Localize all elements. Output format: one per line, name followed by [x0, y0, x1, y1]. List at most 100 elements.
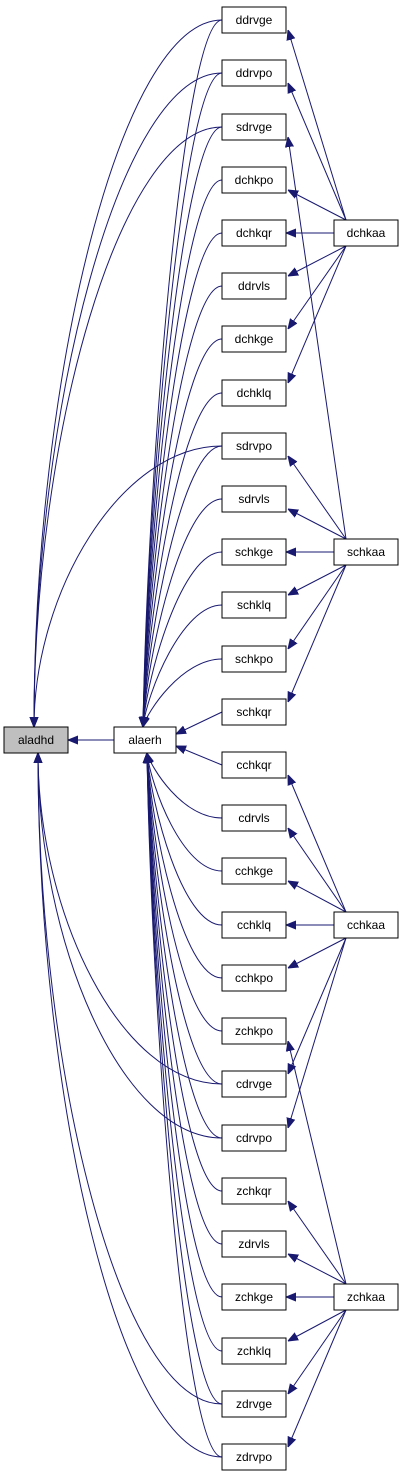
node-box-alaerh[interactable] [113, 726, 177, 754]
node-box-cdrvge[interactable] [221, 1070, 287, 1098]
node-box-dchkpo[interactable] [221, 166, 287, 194]
node-ddrvge[interactable]: ddrvge [221, 6, 287, 34]
node-cchkaa[interactable]: cchkaa [333, 911, 399, 939]
node-box-zdrvge[interactable] [221, 1390, 287, 1418]
node-box-zchklq[interactable] [221, 1337, 287, 1365]
node-box-aladhd[interactable] [3, 726, 69, 754]
node-box-schkge[interactable] [221, 538, 287, 566]
node-schklq[interactable]: schklq [221, 591, 287, 619]
node-box-zdrvpo[interactable] [221, 1443, 287, 1471]
edge-dchkge-to-alaerh [143, 338, 223, 727]
node-schkaa[interactable]: schkaa [333, 538, 399, 566]
edge-zchkaa-to-zdrvpo [288, 1309, 347, 1447]
node-label-zchkpo: zchkpo [235, 1024, 273, 1038]
node-cchkpo[interactable]: cchkpo [221, 964, 287, 992]
edge-ddrvpo-to-aladhd [34, 72, 223, 727]
node-label-cchkpo: cchkpo [235, 971, 273, 985]
edge-zchkaa-to-zchklq [288, 1309, 347, 1341]
node-dchkaa[interactable]: dchkaa [333, 219, 399, 247]
edge-zdrvpo-to-aladhd [38, 753, 223, 1458]
node-box-ddrvpo[interactable] [221, 59, 287, 87]
node-box-cchkpo[interactable] [221, 964, 287, 992]
node-box-dchkqr[interactable] [221, 219, 287, 247]
node-zchkge[interactable]: zchkge [221, 1283, 287, 1311]
node-sdrvls[interactable]: sdrvls [221, 485, 287, 513]
node-box-schkpo[interactable] [221, 645, 287, 673]
node-label-cchkqr: cchkqr [236, 758, 271, 772]
node-box-cchkge[interactable] [221, 857, 287, 885]
node-cchkge[interactable]: cchkge [221, 857, 287, 885]
edge-schkaa-to-sdrvpo [288, 456, 347, 540]
node-box-dchklq[interactable] [221, 379, 287, 407]
edge-cchkaa-to-cdrvge [288, 937, 347, 1074]
node-cdrvge[interactable]: cdrvge [221, 1070, 287, 1098]
node-box-cchklq[interactable] [221, 911, 287, 939]
node-ddrvpo[interactable]: ddrvpo [221, 59, 287, 87]
node-label-sdrvpo: sdrvpo [236, 439, 272, 453]
node-box-dchkaa[interactable] [333, 219, 399, 247]
node-zchklq[interactable]: zchklq [221, 1337, 287, 1365]
node-box-zchkaa[interactable] [333, 1283, 399, 1311]
node-dchkge[interactable]: dchkge [221, 325, 287, 353]
edge-cchkaa-to-cdrvls [288, 828, 347, 913]
node-label-zchklq: zchklq [237, 1344, 271, 1358]
node-box-zchkqr[interactable] [221, 1177, 287, 1205]
node-zdrvls[interactable]: zdrvls [221, 1230, 287, 1258]
node-sdrvpo[interactable]: sdrvpo [221, 432, 287, 460]
node-schkqr[interactable]: schkqr [221, 698, 287, 726]
node-dchkqr[interactable]: dchkqr [221, 219, 287, 247]
node-box-sdrvge[interactable] [221, 113, 287, 141]
node-cchkqr[interactable]: cchkqr [221, 751, 287, 779]
node-box-cdrvls[interactable] [221, 804, 287, 832]
node-dchklq[interactable]: dchklq [221, 379, 287, 407]
node-label-ddrvpo: ddrvpo [236, 66, 273, 80]
node-box-cchkaa[interactable] [333, 911, 399, 939]
node-label-alaerh: alaerh [128, 733, 161, 747]
node-box-zdrvls[interactable] [221, 1230, 287, 1258]
node-schkge[interactable]: schkge [221, 538, 287, 566]
node-dchkpo[interactable]: dchkpo [221, 166, 287, 194]
node-cdrvls[interactable]: cdrvls [221, 804, 287, 832]
node-cchklq[interactable]: cchklq [221, 911, 287, 939]
node-box-schkqr[interactable] [221, 698, 287, 726]
node-zchkqr[interactable]: zchkqr [221, 1177, 287, 1205]
node-label-zchkaa: zchkaa [347, 1290, 385, 1304]
node-aladhd[interactable]: aladhd [3, 726, 69, 754]
node-zdrvge[interactable]: zdrvge [221, 1390, 287, 1418]
edge-schkpo-to-alaerh [143, 658, 223, 727]
edge-dchkaa-to-dchkpo [288, 190, 347, 221]
edge-zchkaa-to-zchkpo [288, 1041, 347, 1285]
node-box-dchkge[interactable] [221, 325, 287, 353]
node-label-dchkpo: dchkpo [235, 173, 274, 187]
node-box-cdrvpo[interactable] [221, 1124, 287, 1152]
node-box-zchkge[interactable] [221, 1283, 287, 1311]
edge-dchkaa-to-ddrvpo [288, 83, 347, 221]
node-box-schklq[interactable] [221, 591, 287, 619]
node-zchkpo[interactable]: zchkpo [221, 1017, 287, 1045]
node-ddrvls[interactable]: ddrvls [221, 272, 287, 300]
edge-sdrvpo-to-alaerh [143, 445, 223, 727]
edge-zchkaa-to-zdrvge [288, 1309, 347, 1394]
node-label-zchkqr: zchkqr [236, 1184, 271, 1198]
node-box-cchkqr[interactable] [221, 751, 287, 779]
node-alaerh[interactable]: alaerh [113, 726, 177, 754]
node-box-schkaa[interactable] [333, 538, 399, 566]
edge-cdrvge-to-aladhd [38, 753, 223, 1085]
node-sdrvge[interactable]: sdrvge [221, 113, 287, 141]
node-label-ddrvls: ddrvls [238, 279, 270, 293]
node-box-sdrvpo[interactable] [221, 432, 287, 460]
node-box-ddrvls[interactable] [221, 272, 287, 300]
edge-schkge-to-alaerh [143, 551, 223, 727]
edge-cchkaa-to-cchkpo [288, 937, 347, 968]
node-box-sdrvls[interactable] [221, 485, 287, 513]
node-box-ddrvge[interactable] [221, 6, 287, 34]
edge-dchkaa-to-dchkge [288, 245, 347, 329]
node-schkpo[interactable]: schkpo [221, 645, 287, 673]
node-zchkaa[interactable]: zchkaa [333, 1283, 399, 1311]
node-label-sdrvls: sdrvls [238, 492, 269, 506]
node-cdrvpo[interactable]: cdrvpo [221, 1124, 287, 1152]
edge-zchkaa-to-zdrvls [288, 1254, 347, 1285]
node-label-ddrvge: ddrvge [236, 13, 273, 27]
node-box-zchkpo[interactable] [221, 1017, 287, 1045]
node-zdrvpo[interactable]: zdrvpo [221, 1443, 287, 1471]
